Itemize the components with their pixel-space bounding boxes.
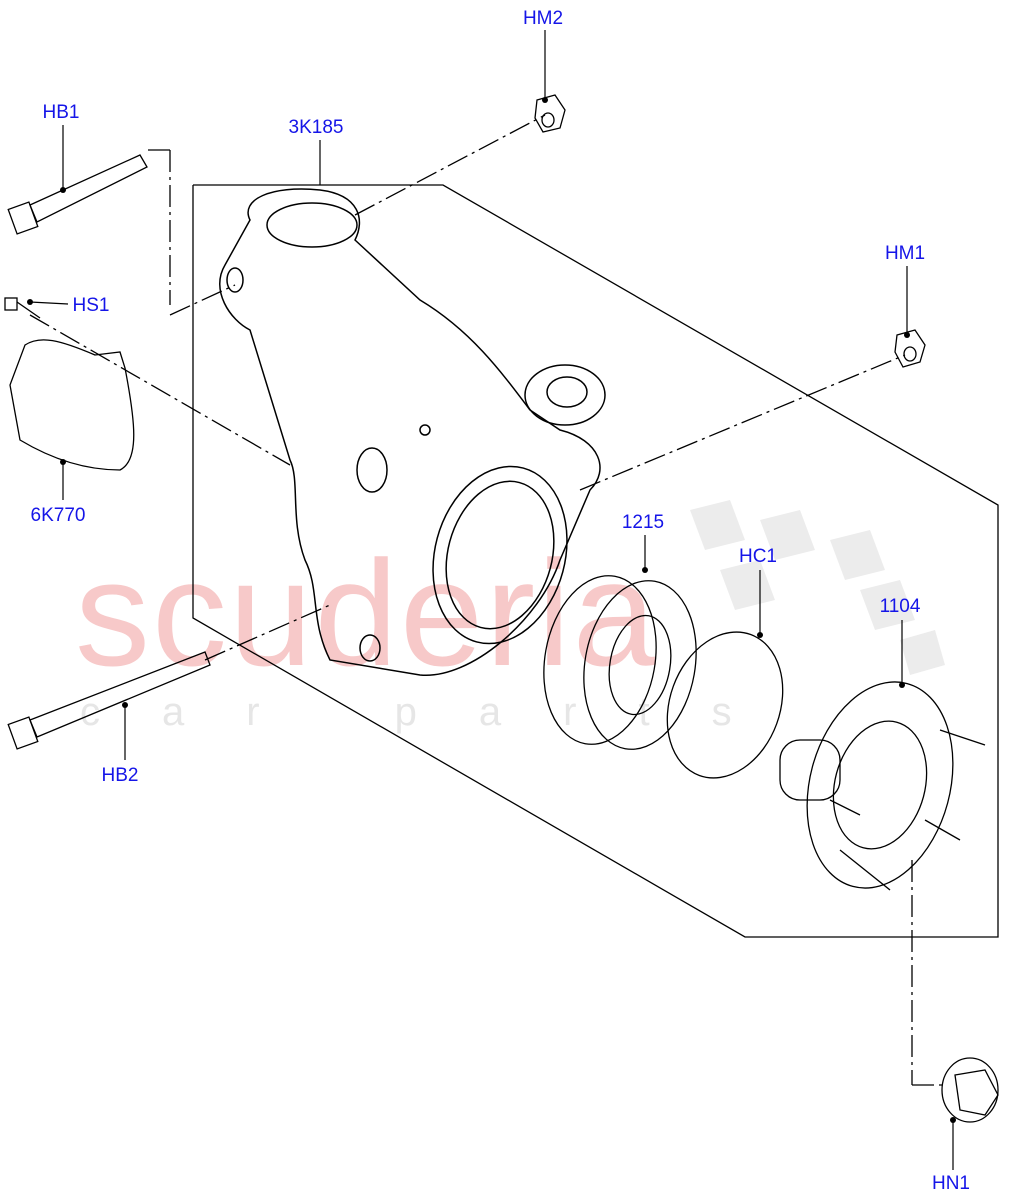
- bolt-hb1: [7, 154, 148, 235]
- leader-dots: [27, 97, 956, 1123]
- label-6k770[interactable]: 6K770: [30, 505, 86, 526]
- label-hb1[interactable]: HB1: [42, 102, 80, 123]
- watermark-sub: car parts: [80, 690, 794, 734]
- nut-hm2: [534, 94, 566, 133]
- splash-shield: [9, 339, 135, 471]
- leader-lines: [29, 30, 954, 1170]
- label-1104[interactable]: 1104: [879, 596, 921, 617]
- label-hs1[interactable]: HS1: [72, 295, 110, 316]
- steering-knuckle: [219, 188, 606, 676]
- assembly-frame: [192, 184, 999, 938]
- nut-hn1: [941, 1057, 999, 1123]
- label-hb2[interactable]: HB2: [101, 765, 139, 786]
- label-hm2[interactable]: HM2: [522, 8, 564, 29]
- nut-hm1: [894, 329, 926, 368]
- checker-watermark: [690, 500, 945, 675]
- centerlines: [29, 114, 945, 1086]
- wheel-hub: [779, 681, 986, 891]
- label-hn1[interactable]: HN1: [931, 1173, 971, 1194]
- circlip: [666, 631, 784, 779]
- bolt-hb2: [7, 651, 211, 750]
- label-hm1[interactable]: HM1: [884, 243, 926, 264]
- screw-hs1: [4, 297, 41, 319]
- wheel-bearing: [543, 575, 697, 750]
- label-1215[interactable]: 1215: [621, 512, 665, 533]
- label-3k185[interactable]: 3K185: [288, 117, 344, 138]
- label-hc1[interactable]: HC1: [738, 546, 778, 567]
